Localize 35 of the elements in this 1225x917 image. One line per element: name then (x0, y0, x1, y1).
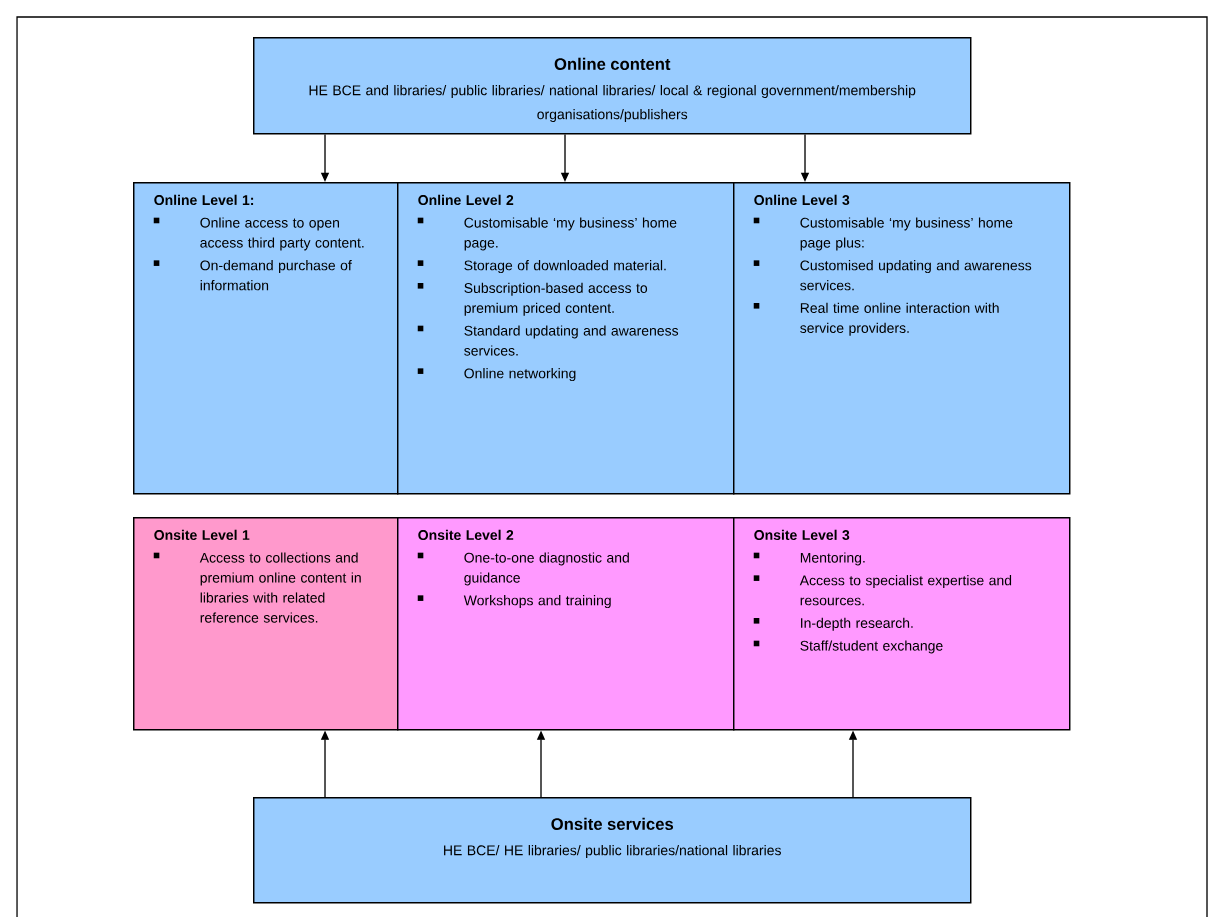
box-title: Onsite services (551, 817, 674, 830)
bullet-item: Access to specialist expertise and resources. (753, 575, 1012, 606)
bullet-item: In-depth research. (753, 617, 913, 631)
level-heading: Onsite Level 1 (154, 529, 250, 540)
bullet-item: Customisable ‘my business’ home page. (417, 217, 677, 251)
level-box (133, 182, 399, 495)
level-box (133, 517, 399, 731)
source-box (253, 37, 972, 135)
bullet-item: Access to collections and premium online content in libraries with related reference services. (153, 552, 361, 623)
level-box (733, 517, 1071, 731)
level-box (397, 517, 735, 731)
bullet-item: Online networking (417, 368, 576, 382)
bullet-item: Subscription-based access to premium priced content. (417, 282, 648, 316)
level-box (397, 182, 735, 495)
bullet-item: One-to-one diagnostic and guidance (417, 552, 629, 586)
source-box (253, 797, 972, 904)
level-heading: Online Level 3 (754, 194, 850, 206)
box-title: Online content (554, 57, 671, 70)
bullet-item: Standard updating and awareness services. (417, 325, 679, 356)
level-heading: Online Level 1: (154, 194, 254, 205)
bullet-item: Workshops and training (417, 595, 611, 609)
bullet-item: Real time online interaction with service providers. (753, 302, 999, 336)
bullet-item: Customisable ‘my business’ home page plus: (753, 217, 1013, 251)
level-heading: Onsite Level 3 (754, 529, 850, 541)
box-text: HE BCE and libraries/ public libraries/ national libraries/ local & regional government/membership organisations/publishers (309, 85, 916, 123)
bullet-item: Mentoring. (753, 552, 865, 566)
level-box (733, 182, 1071, 495)
level-heading: Online Level 2 (418, 194, 514, 205)
bullet-item: Online access to open access third party content. (153, 217, 364, 251)
bullet-item: Customised updating and awareness services. (753, 260, 1032, 291)
level-heading: Onsite Level 2 (418, 529, 514, 540)
bullet-item: Staff/student exchange (753, 640, 943, 654)
box-text: HE BCE/ HE libraries/ public libraries/national libraries (444, 845, 781, 859)
bullet-item: On-demand purchase of information (153, 260, 352, 291)
bullet-item: Storage of downloaded material. (417, 260, 666, 274)
